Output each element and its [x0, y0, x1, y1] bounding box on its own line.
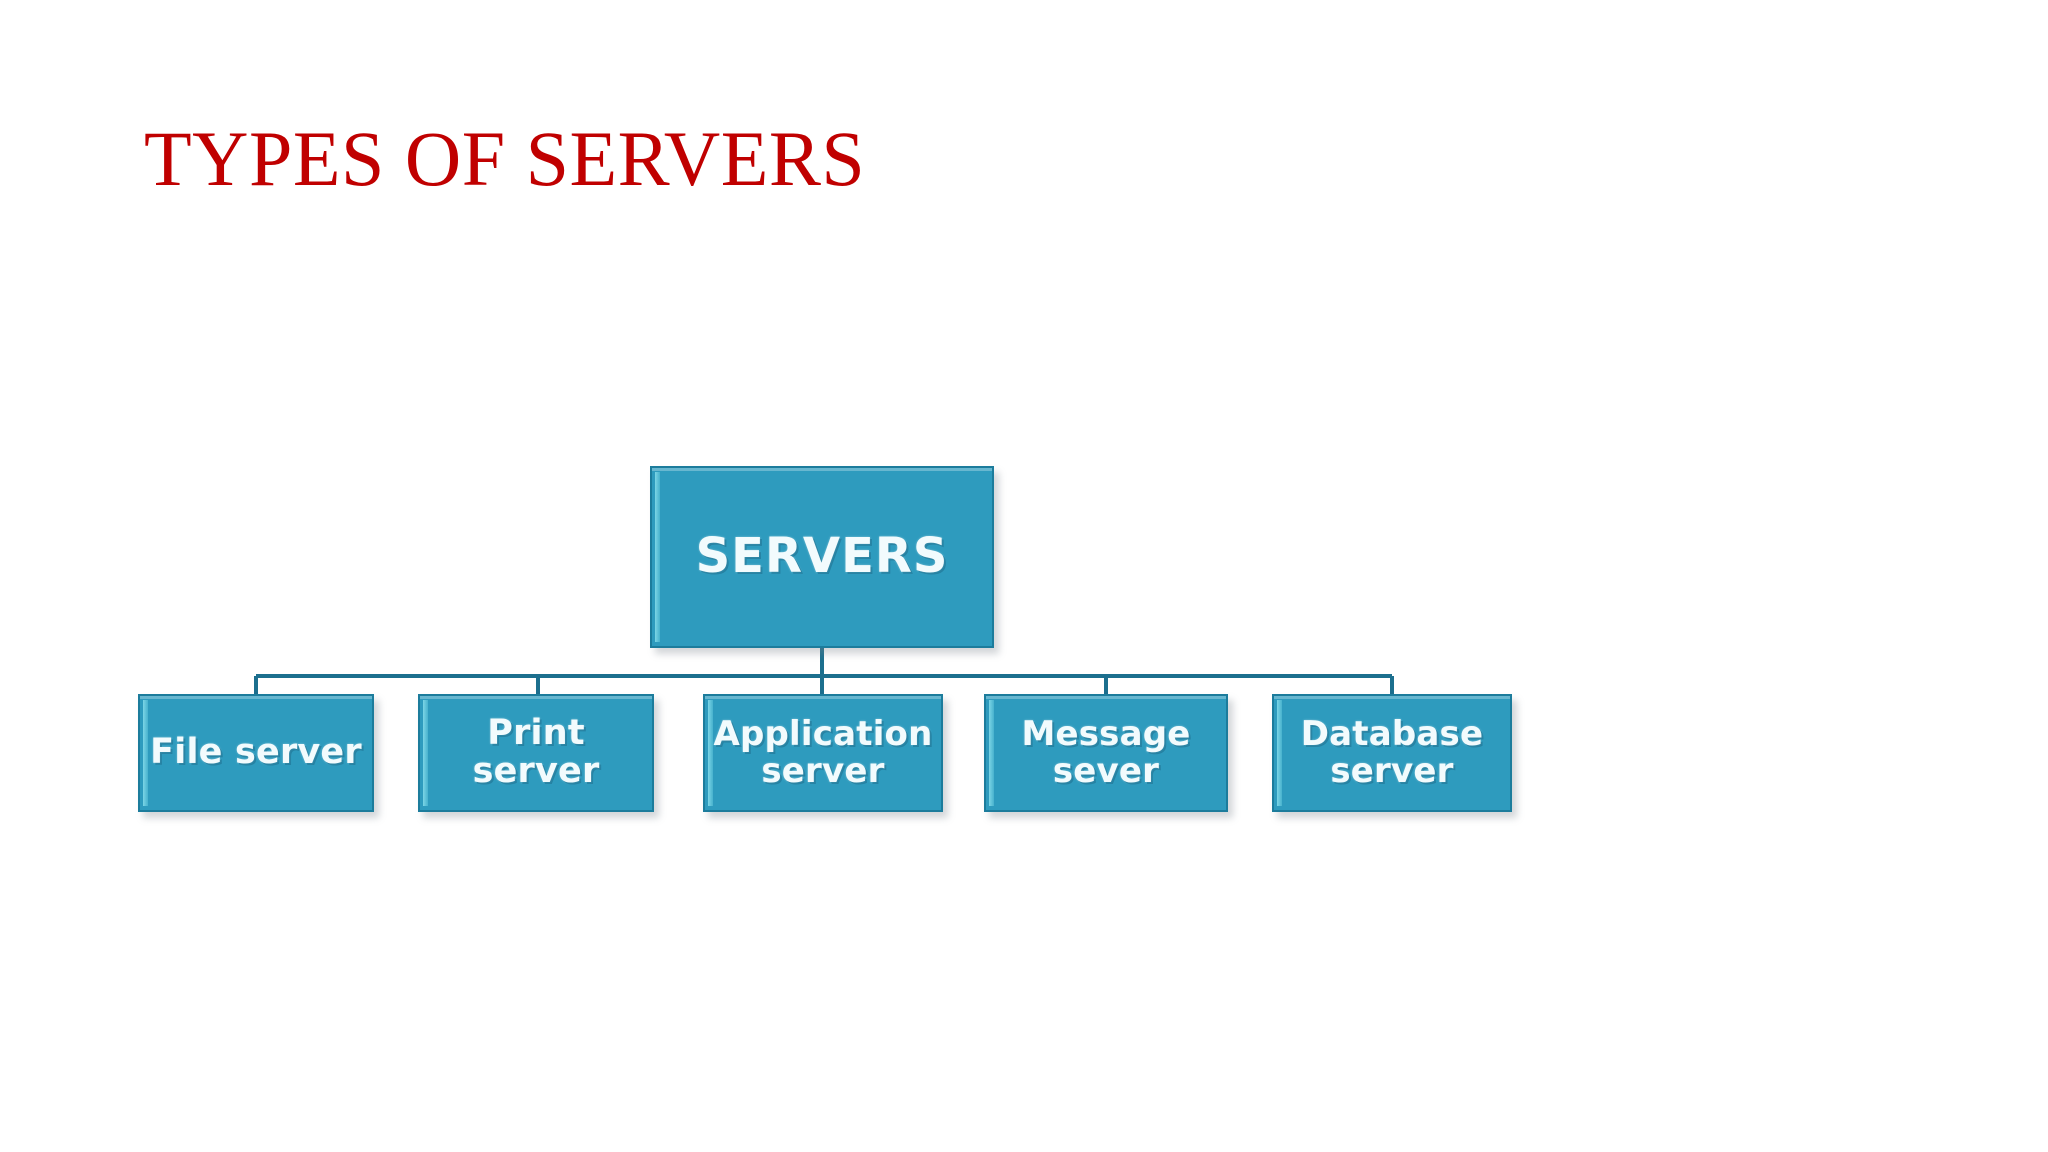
- node-servers-label: SERVERS: [695, 528, 949, 585]
- node-file-server-label: File server: [150, 732, 362, 773]
- node-file-server[interactable]: File server: [138, 694, 374, 812]
- page-title: TYPES OF SERVERS: [144, 115, 866, 202]
- node-print-server[interactable]: Print server: [418, 694, 654, 812]
- node-servers[interactable]: SERVERS: [650, 466, 994, 648]
- node-print-server-label: Print server: [472, 713, 600, 791]
